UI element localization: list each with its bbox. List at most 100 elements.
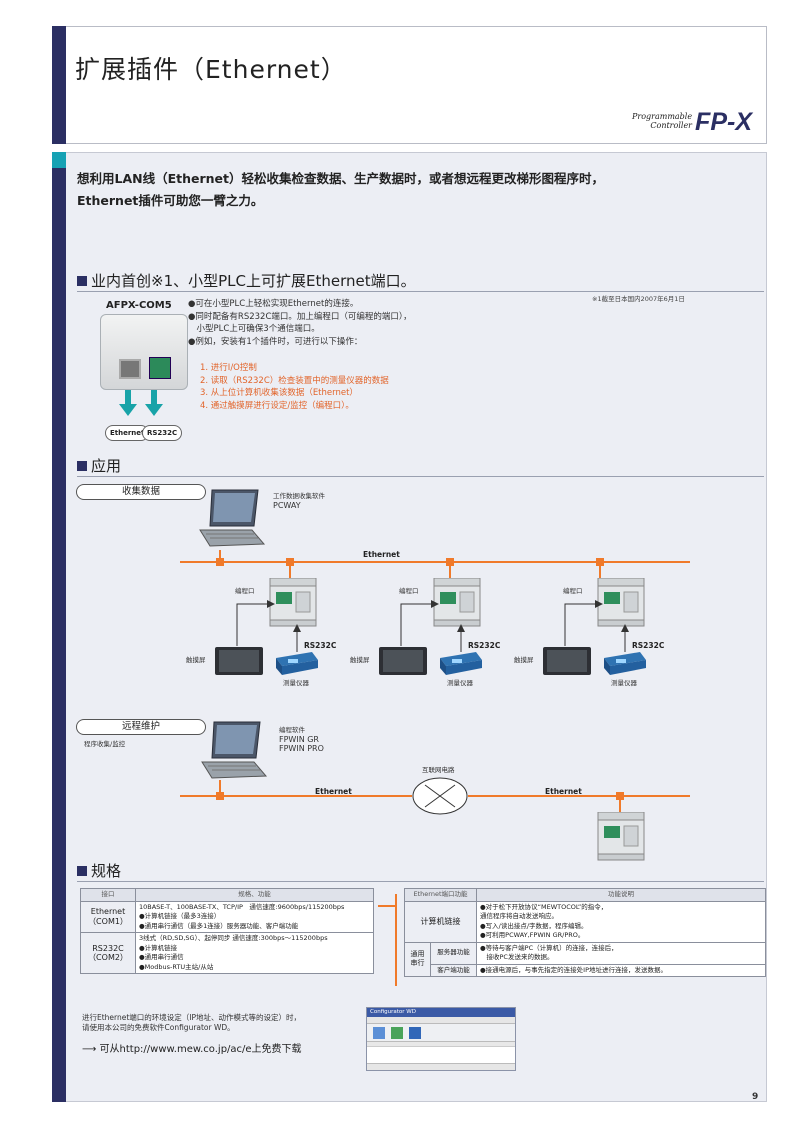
- description-line: 通信程序将自动发送响应。: [480, 912, 558, 920]
- prog-port-label: 编程口: [235, 587, 255, 595]
- rj45-port-icon: [119, 359, 141, 379]
- window-menubar: [367, 1017, 515, 1024]
- table-row: Ethernet （COM1） 10BASE-T、100BASE-TX、TCP/…: [80, 900, 374, 933]
- toolbar-icon: [409, 1027, 421, 1039]
- rs232c-label: RS232C: [468, 641, 501, 650]
- feature-bullets: ●可在小型PLC上轻松实现Ethernet的连接。 ●同时配备有RS232C端口…: [188, 298, 508, 348]
- table-row: RS232C （COM2） 3线式（RD,SD,SG）、起停同步 通信速度:30…: [80, 932, 374, 974]
- section-heading-feature: 业内首创※1、小型PLC上可扩展Ethernet端口。: [77, 270, 416, 291]
- note-line: 进行Ethernet端口的环境设定（IP地址、动作模式等的设定）时，: [82, 1013, 302, 1022]
- software-name: 工作数据收集软件 PCWAY: [273, 492, 325, 510]
- laptop-icon: [201, 721, 268, 779]
- section-heading-application: 应用: [77, 455, 121, 476]
- label-remote-maintenance: 远程维护: [76, 719, 206, 735]
- divider: [77, 291, 764, 292]
- footnote: ※1截至日本国内2007年6月1日: [592, 295, 685, 303]
- window-toolbar: [367, 1024, 515, 1042]
- description-cell: ●等待与客户端PC（计算机）的连接，连接后， 接收PC发送来的数据。: [476, 941, 766, 965]
- spec-table-interfaces: 接口 规格、功能 Ethernet （COM1） 10BASE-T、100BAS…: [80, 888, 374, 974]
- window-list: [367, 1042, 515, 1064]
- operation-item: 2. 读取（RS232C）检查装置中的测量仪器的数据: [200, 375, 389, 386]
- prog-port-label: 编程口: [399, 587, 419, 595]
- interface-cell: Ethernet （COM1）: [80, 900, 136, 933]
- brand-logo: Programmable Controller FP-X: [624, 108, 754, 138]
- measuring-instrument-icon: [440, 652, 482, 675]
- function-cell: 计算机链接: [404, 900, 477, 943]
- ethernet-label: Ethernet: [363, 550, 400, 559]
- measuring-instrument-icon: [604, 652, 646, 675]
- plugin-device-image: [100, 314, 188, 390]
- description-line: ●可利用PCWAY,FPWIN GR/PRO。: [480, 931, 585, 939]
- interface-name: Ethernet: [90, 907, 126, 917]
- spec-line: ●计算机链接（最多3连接）: [139, 912, 221, 920]
- function-cell: 服务器功能: [430, 941, 477, 965]
- table-header: Ethernet端口功能: [404, 888, 477, 902]
- spec-line: ●计算机链接: [139, 943, 178, 952]
- description-cell: ●对于松下开放协议“MEWTOCOL”的指令， 通信程序将自动发送响应。 ●写入…: [476, 900, 766, 943]
- port-label-rs232c: RS232C: [142, 425, 183, 441]
- port-label-ethernet: Ethernet: [105, 425, 150, 441]
- internet-label: 互联网电路: [422, 766, 455, 774]
- operation-list: 1. 进行I/O控制 2. 读取（RS232C）检查装置中的测量仪器的数据 3.…: [200, 362, 520, 412]
- configurator-screenshot: Configurator WD: [366, 1007, 516, 1071]
- laptop-icon: [199, 489, 266, 547]
- bullet-item: ●例如，安装有1个插件时，可进行以下操作：: [188, 336, 363, 347]
- configurator-note: 进行Ethernet端口的环境设定（IP地址、动作模式等的设定）时， 请使用本公…: [82, 1013, 301, 1033]
- download-link[interactable]: ⟶ 可从http://www.mew.co.jp/ac/e上免费下载: [82, 1040, 302, 1055]
- ethernet-label: Ethernet: [315, 787, 352, 796]
- touch-panel-label: 触摸屏: [350, 656, 370, 664]
- section-title: 规格: [91, 862, 122, 880]
- logo-title: FP-X: [695, 108, 752, 136]
- remote-network-diagram: [180, 777, 690, 815]
- interface-port: （COM1）: [88, 916, 128, 926]
- rs232c-label: RS232C: [304, 641, 337, 650]
- spec-line: ●Modbus-RTU主站/从站: [139, 962, 214, 971]
- ethernet-label: Ethernet: [545, 787, 582, 796]
- operation-item: 4. 通过触摸屏进行设定/监控（编程口）。: [200, 400, 354, 411]
- header-box: [52, 26, 767, 144]
- operation-item: 1. 进行I/O控制: [200, 363, 257, 373]
- label-collect-data: 收集数据: [76, 484, 206, 500]
- window-titlebar: Configurator WD: [367, 1008, 515, 1017]
- intro-text: 想利用LAN线（Ethernet）轻松收集检查数据、生产数据时，或者想远程更改梯…: [77, 168, 717, 212]
- table-row: 客户端功能 ●接通电源后，与事先指定的连接处IP地址进行连接，发送数据。: [405, 963, 766, 977]
- spec-cell: 10BASE-T、100BASE-TX、TCP/IP 通信速度:9600bps/…: [135, 900, 374, 933]
- bullet-item: 小型PLC上可确保3个通信端口。: [188, 324, 320, 334]
- description-cell: ●接通电源后，与事先指定的连接处IP地址进行连接，发送数据。: [476, 963, 766, 977]
- spec-line: 10BASE-T、100BASE-TX、TCP/IP 通信速度:9600bps/…: [139, 902, 345, 911]
- intro-line: 想利用LAN线（Ethernet）轻松收集检查数据、生产数据时，或者想远程更改梯…: [77, 171, 605, 186]
- function-cell: 客户端功能: [430, 963, 477, 977]
- list-header: [367, 1042, 515, 1047]
- square-bullet-icon: [77, 461, 87, 471]
- prog-port-label: 编程口: [563, 587, 583, 595]
- software-label: PCWAY: [273, 501, 301, 510]
- instrument-label: 测量仪器: [447, 679, 473, 687]
- spec-table-ethernet-functions: Ethernet端口功能 功能说明 计算机链接 ●对于松下开放协议“MEWTOC…: [404, 888, 766, 977]
- table-header: 接口: [80, 888, 136, 902]
- description-line: ●等待与客户端PC（计算机）的连接，连接后，: [480, 943, 618, 952]
- remote-sub-label: 程序收集/监控: [84, 740, 126, 748]
- square-bullet-icon: [77, 276, 87, 286]
- description-line: 接收PC发送来的数据。: [480, 953, 554, 961]
- software-label: FPWIN PRO: [279, 744, 324, 753]
- section-title: 业内首创※1、小型PLC上可扩展Ethernet端口。: [91, 272, 416, 290]
- touch-panel-icon: [215, 647, 263, 675]
- arrow-right-icon: ⟶: [82, 1044, 97, 1055]
- table-header: 规格、功能: [135, 888, 374, 902]
- instrument-label: 测量仪器: [611, 679, 637, 687]
- operation-item: 3. 从上位计算机收集该数据（Ethernet）: [200, 388, 358, 398]
- table-row: 通用串行 服务器功能 ●等待与客户端PC（计算机）的连接，连接后， 接收PC发送…: [404, 941, 766, 977]
- measuring-instrument-icon: [276, 652, 318, 675]
- bullet-item: ●同时配备有RS232C端口。加上编程口（可编程的端口），: [188, 311, 412, 322]
- bracket-connector: [378, 894, 397, 986]
- bullet-item: ●可在小型PLC上轻松实现Ethernet的连接。: [188, 299, 359, 309]
- table-header: 功能说明: [476, 888, 766, 902]
- touch-panel-label: 触摸屏: [186, 656, 206, 664]
- instrument-label: 测量仪器: [283, 679, 309, 687]
- plc-unit-icon: [433, 578, 481, 627]
- unit-connection-lines: [236, 600, 629, 652]
- logo-subtitle: Programmable Controller: [632, 112, 693, 130]
- page-number: 9: [752, 1092, 759, 1102]
- toolbar-icon: [391, 1027, 403, 1039]
- touch-panel-icon: [379, 647, 427, 675]
